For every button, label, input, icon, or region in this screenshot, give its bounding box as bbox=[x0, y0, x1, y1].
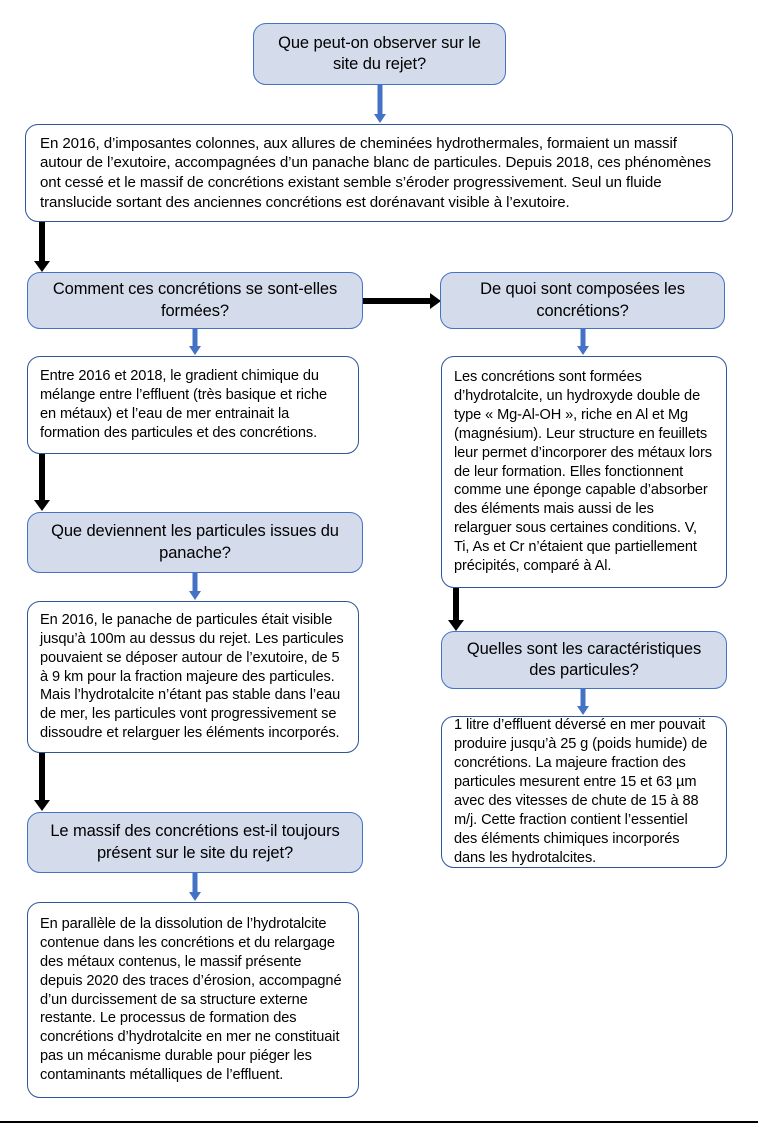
arrow-shaft bbox=[39, 753, 45, 800]
node-answer-formees: Entre 2016 et 2018, le gradient chimique… bbox=[27, 356, 359, 454]
connector-arrow-down-black bbox=[33, 222, 51, 272]
connector-arrow-down-black bbox=[33, 454, 51, 511]
node-answer-composees: Les concrétions sont formées d’hydrotalc… bbox=[441, 356, 727, 588]
connector-arrow-down-black bbox=[33, 753, 51, 811]
node-text: 1 litre d’effluent déversé en mer pouvai… bbox=[454, 717, 708, 866]
connector-arrow-down-black bbox=[447, 588, 465, 631]
arrow-shaft bbox=[377, 85, 383, 114]
connector-arrow-down-blue bbox=[187, 573, 203, 600]
connector-arrow-right-black bbox=[363, 292, 441, 310]
connector-arrow-down-blue bbox=[575, 689, 591, 715]
arrow-head bbox=[34, 261, 50, 272]
connector-arrow-down-blue bbox=[187, 873, 203, 901]
node-text: Les concrétions sont formées d’hydrotalc… bbox=[454, 368, 712, 575]
node-text: Comment ces concrétions se sont-elles fo… bbox=[52, 280, 338, 320]
arrow-head bbox=[189, 892, 201, 901]
node-text: En parallèle de la dissolution de l’hydr… bbox=[40, 915, 342, 1084]
node-question-caracteristiques[interactable]: Quelles sont les caractéristiques des pa… bbox=[441, 631, 727, 689]
arrow-head bbox=[374, 114, 386, 123]
node-question-composees[interactable]: De quoi sont composées les concrétions? bbox=[440, 272, 725, 329]
arrow-head bbox=[430, 293, 441, 309]
node-question-massif[interactable]: Le massif des concrétions est-il toujour… bbox=[27, 812, 363, 873]
arrow-head bbox=[34, 500, 50, 511]
arrow-shaft bbox=[192, 873, 198, 892]
arrow-shaft bbox=[192, 329, 198, 346]
node-text: Quelles sont les caractéristiques des pa… bbox=[466, 639, 702, 679]
arrow-shaft bbox=[39, 454, 45, 500]
arrow-head bbox=[577, 706, 589, 715]
node-text: Le massif des concrétions est-il toujour… bbox=[50, 822, 340, 862]
node-question-observer[interactable]: Que peut-on observer sur le site du reje… bbox=[253, 23, 506, 85]
connector-arrow-down-blue bbox=[575, 329, 591, 355]
arrow-shaft bbox=[580, 329, 586, 346]
node-answer-observer: En 2016, d’imposantes colonnes, aux allu… bbox=[25, 124, 733, 222]
arrow-shaft bbox=[363, 298, 431, 304]
arrow-head bbox=[189, 591, 201, 600]
footer-divider bbox=[0, 1121, 758, 1123]
node-text: En 2016, d’imposantes colonnes, aux allu… bbox=[40, 134, 711, 211]
node-text: En 2016, le panache de particules était … bbox=[40, 611, 344, 742]
arrow-head bbox=[34, 800, 50, 811]
arrow-shaft bbox=[192, 573, 198, 591]
node-question-formees[interactable]: Comment ces concrétions se sont-elles fo… bbox=[27, 272, 363, 329]
arrow-shaft bbox=[453, 588, 459, 620]
node-question-panache[interactable]: Que deviennent les particules issues du … bbox=[27, 512, 363, 573]
arrow-head bbox=[448, 620, 464, 631]
node-text: De quoi sont composées les concrétions? bbox=[480, 280, 685, 320]
connector-arrow-down-blue bbox=[372, 85, 388, 123]
arrow-head bbox=[577, 346, 589, 355]
node-answer-panache: En 2016, le panache de particules était … bbox=[27, 601, 359, 753]
arrow-shaft bbox=[580, 689, 586, 706]
arrow-shaft bbox=[39, 222, 45, 261]
arrow-head bbox=[189, 346, 201, 355]
node-answer-caracteristiques: 1 litre d’effluent déversé en mer pouvai… bbox=[441, 716, 727, 868]
node-text: Entre 2016 et 2018, le gradient chimique… bbox=[40, 368, 328, 441]
node-text: Que deviennent les particules issues du … bbox=[51, 522, 339, 562]
node-answer-massif: En parallèle de la dissolution de l’hydr… bbox=[27, 902, 359, 1098]
node-text: Que peut-on observer sur le site du reje… bbox=[278, 33, 481, 73]
connector-arrow-down-blue bbox=[187, 329, 203, 355]
